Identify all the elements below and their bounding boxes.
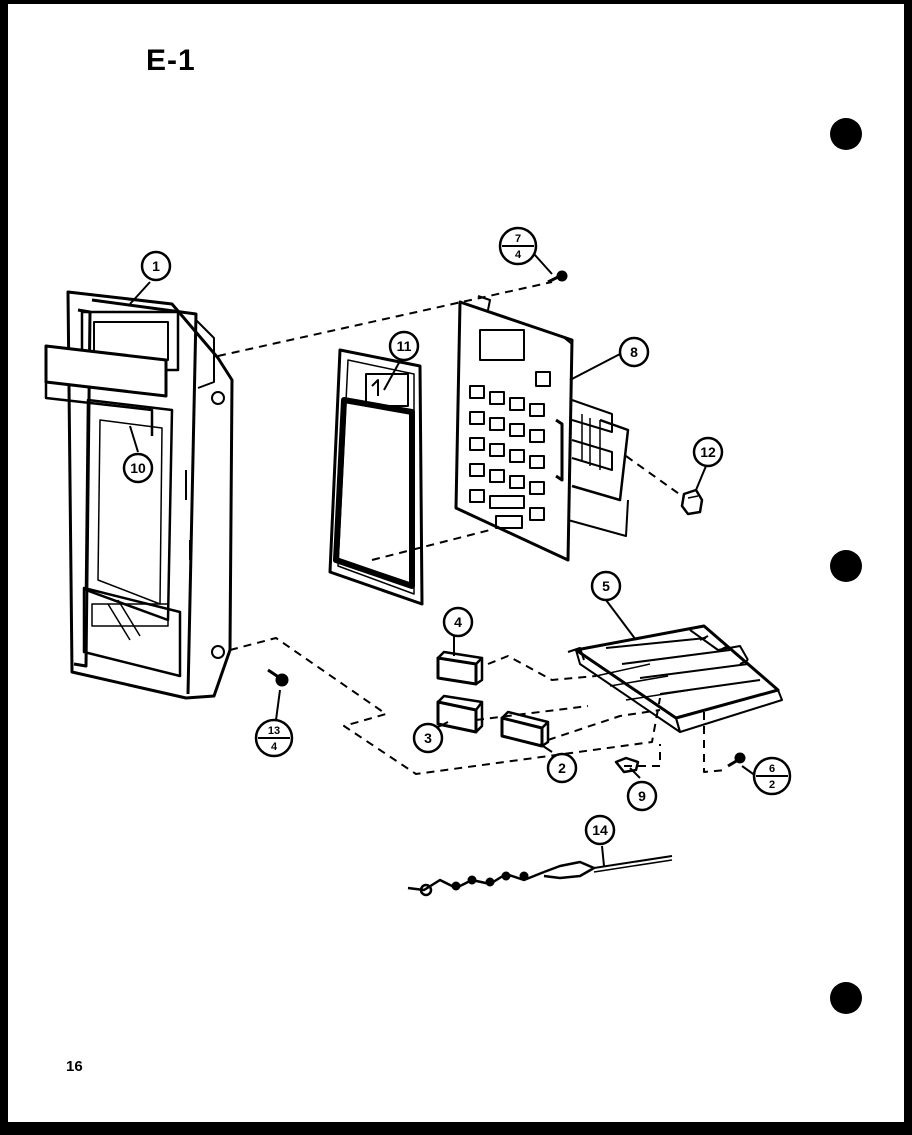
diagram-title: E-1 bbox=[146, 44, 196, 77]
callout-8-circle bbox=[618, 336, 650, 368]
callout-11: 11 bbox=[397, 338, 412, 354]
callout-7-4-top: 7 bbox=[515, 233, 521, 245]
part-display-panel bbox=[328, 348, 424, 606]
callout-2-circle bbox=[546, 752, 578, 784]
callout-14-circle bbox=[584, 814, 616, 846]
binder-hole-middle bbox=[830, 550, 862, 582]
callout-7-4-bottom: 4 bbox=[515, 249, 522, 261]
screw-left bbox=[267, 668, 289, 687]
fraction-callout-labels: 7 4 13 4 6 2 bbox=[268, 233, 775, 791]
callout-5-circle bbox=[590, 570, 622, 602]
callout-labels: 1 10 11 8 12 5 4 3 2 9 14 bbox=[130, 258, 716, 838]
callout-13-4-top: 13 bbox=[268, 725, 280, 737]
part-wire-harness bbox=[407, 855, 673, 897]
callout-1-circle bbox=[140, 250, 172, 282]
callout-13-4-bottom: 4 bbox=[271, 741, 278, 753]
part-small-clip bbox=[614, 756, 640, 774]
callout-5: 5 bbox=[602, 578, 610, 594]
screw-right bbox=[727, 752, 746, 768]
callout-6-2-top: 6 bbox=[769, 763, 775, 775]
callout-10-circle bbox=[122, 452, 154, 484]
callout-9-circle bbox=[626, 780, 658, 812]
part-control-board bbox=[454, 295, 630, 562]
callout-12-circle bbox=[692, 436, 724, 468]
callout-3-circle bbox=[412, 722, 444, 754]
callout-4-circle bbox=[442, 606, 474, 638]
paper bbox=[8, 4, 904, 1122]
binder-hole-top bbox=[830, 118, 862, 150]
callout-9: 9 bbox=[638, 788, 646, 804]
callout-3: 3 bbox=[424, 730, 432, 746]
callout-12: 12 bbox=[700, 444, 716, 460]
callout-2: 2 bbox=[558, 760, 566, 776]
part-button-3 bbox=[436, 694, 484, 734]
callout-1: 1 bbox=[152, 258, 160, 274]
callout-4: 4 bbox=[454, 614, 462, 630]
callout-8: 8 bbox=[630, 344, 638, 360]
binder-hole-bottom bbox=[830, 982, 862, 1014]
callout-6-2-bottom: 2 bbox=[769, 779, 775, 791]
callout-11-circle bbox=[388, 330, 420, 362]
part-button-4 bbox=[436, 650, 484, 686]
callout-14: 14 bbox=[592, 822, 608, 838]
fraction-bars bbox=[258, 245, 788, 777]
callout-10: 10 bbox=[130, 460, 146, 476]
screw-top bbox=[547, 270, 568, 284]
part-switch-assembly bbox=[567, 624, 783, 733]
assembly-lines bbox=[217, 281, 727, 775]
part-label-strip bbox=[44, 344, 168, 436]
page-number: 16 bbox=[66, 1058, 83, 1075]
part-control-panel-frame bbox=[66, 290, 234, 700]
